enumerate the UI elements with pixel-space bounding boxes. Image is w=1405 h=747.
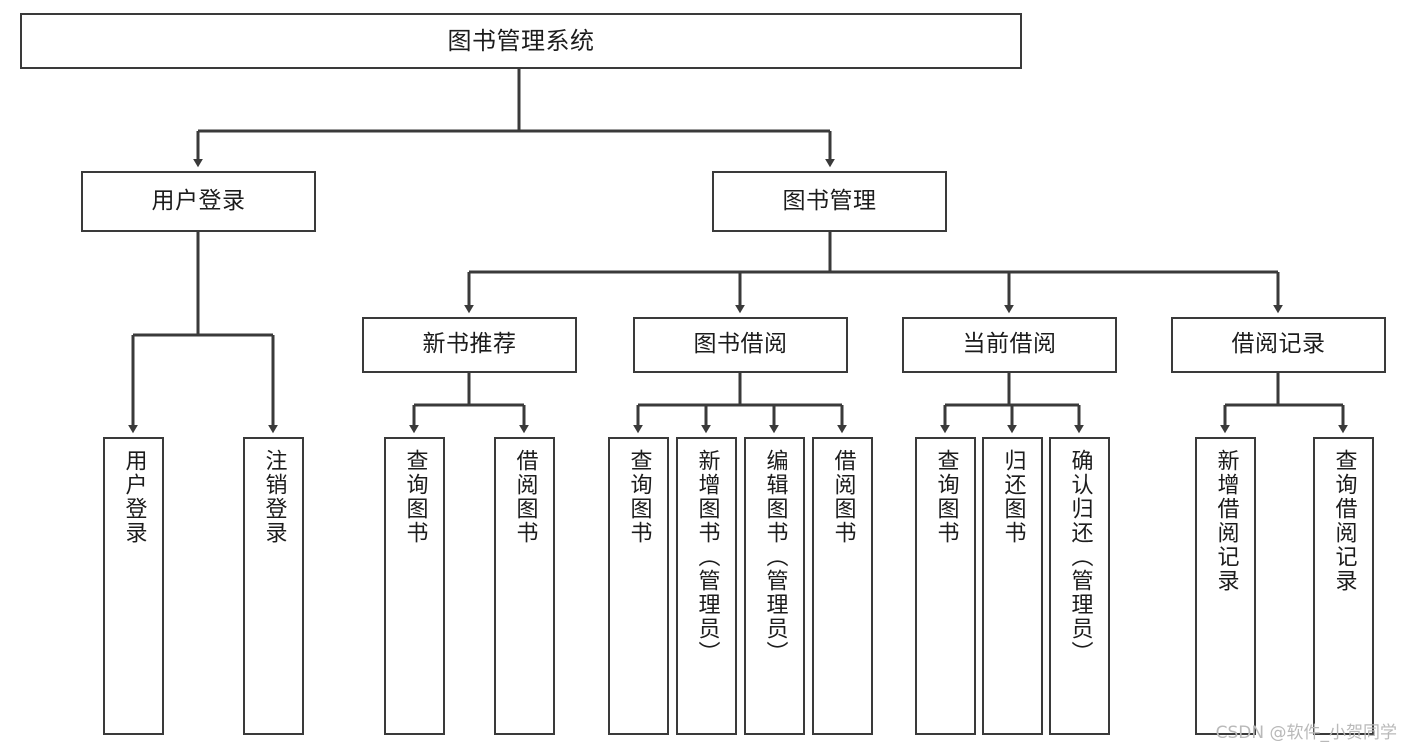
node-label: 借阅图书 <box>830 449 856 545</box>
csdn-watermark: CSDN @软件_小贺同学 <box>1215 723 1397 743</box>
leaf-record-add-record[interactable]: 新增借阅记录 <box>1195 437 1256 735</box>
node-label: 归还图书 <box>1000 449 1026 545</box>
node-label: 借阅图书 <box>512 449 538 545</box>
node-label: 用户登录 <box>151 187 246 214</box>
node-user-login[interactable]: 用户登录 <box>81 171 316 232</box>
node-label: 图书管理 <box>782 187 877 214</box>
node-root-system[interactable]: 图书管理系统 <box>20 13 1022 69</box>
node-label: 用户登录 <box>121 449 147 545</box>
node-label: 新增借阅记录 <box>1213 449 1239 593</box>
node-label: 查询图书 <box>933 449 959 545</box>
leaf-borrow-borrow-book[interactable]: 借阅图书 <box>812 437 873 735</box>
leaf-recommend-query-book[interactable]: 查询图书 <box>384 437 445 735</box>
leaf-record-query-record[interactable]: 查询借阅记录 <box>1313 437 1374 735</box>
node-label: 编辑图书（管理员） <box>762 449 788 665</box>
leaf-borrow-edit-book-admin[interactable]: 编辑图书（管理员） <box>744 437 805 735</box>
node-label: 新增图书（管理员） <box>694 449 720 665</box>
node-label: 新书推荐 <box>422 331 517 358</box>
leaf-borrow-add-book-admin[interactable]: 新增图书（管理员） <box>676 437 737 735</box>
node-label: 图书管理系统 <box>447 26 595 55</box>
node-borrow-record[interactable]: 借阅记录 <box>1171 317 1386 373</box>
node-label: 借阅记录 <box>1231 331 1326 358</box>
node-label: 注销登录 <box>261 449 287 545</box>
node-label: 查询借阅记录 <box>1331 449 1357 593</box>
node-label: 查询图书 <box>626 449 652 545</box>
node-book-management[interactable]: 图书管理 <box>712 171 947 232</box>
leaf-user-login-login[interactable]: 用户登录 <box>103 437 164 735</box>
leaf-current-query-book[interactable]: 查询图书 <box>915 437 976 735</box>
leaf-current-return-book[interactable]: 归还图书 <box>982 437 1043 735</box>
node-label: 查询图书 <box>402 449 428 545</box>
node-new-book-recommend[interactable]: 新书推荐 <box>362 317 577 373</box>
leaf-recommend-borrow-book[interactable]: 借阅图书 <box>494 437 555 735</box>
leaf-current-confirm-return-admin[interactable]: 确认归还（管理员） <box>1049 437 1110 735</box>
leaf-user-login-logout[interactable]: 注销登录 <box>243 437 304 735</box>
node-label: 确认归还（管理员） <box>1067 449 1093 665</box>
node-current-borrow[interactable]: 当前借阅 <box>902 317 1117 373</box>
node-label: 图书借阅 <box>693 331 788 358</box>
node-label: 当前借阅 <box>962 331 1057 358</box>
leaf-borrow-query-book[interactable]: 查询图书 <box>608 437 669 735</box>
node-book-borrow[interactable]: 图书借阅 <box>633 317 848 373</box>
